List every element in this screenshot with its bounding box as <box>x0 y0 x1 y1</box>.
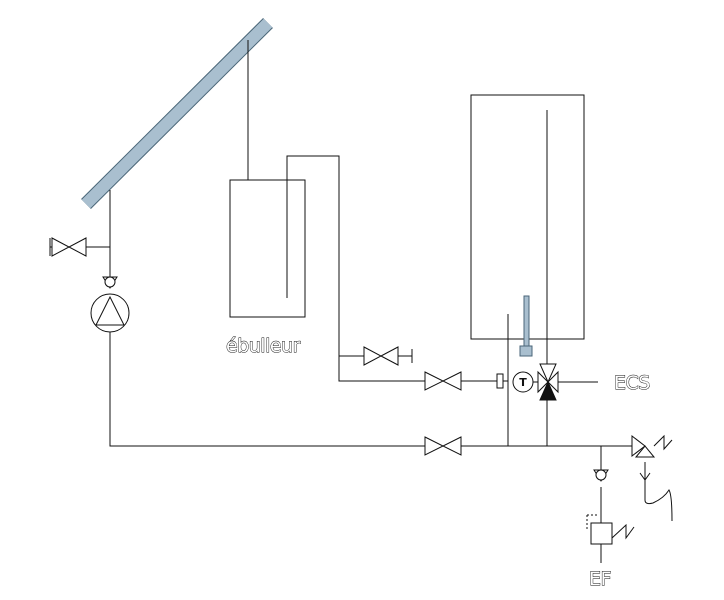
return-pipe <box>109 332 425 447</box>
boiler-label: ébulleur <box>226 335 301 357</box>
solar-collector <box>81 18 273 209</box>
pressure-reducer[interactable] <box>586 514 635 545</box>
boiler-outlet-gate-valve[interactable] <box>424 371 462 391</box>
three-way-thermostatic-valve[interactable]: T <box>512 363 559 401</box>
hot-water-outlet-label: ECS <box>614 372 650 394</box>
mixer-tee-fitting <box>493 372 509 392</box>
drain-funnel-icon <box>639 462 673 522</box>
boiler-internal-pipe <box>286 155 425 382</box>
vent-gate-valve[interactable] <box>363 346 399 366</box>
pump-check-valve[interactable] <box>102 276 118 289</box>
drain-gate-valve[interactable] <box>51 237 87 257</box>
return-gate-valve[interactable] <box>424 436 462 456</box>
safety-valve[interactable] <box>631 434 673 458</box>
boiler-tank <box>229 179 306 318</box>
circulation-pump[interactable] <box>90 293 130 333</box>
cold-water-inlet-label: EF <box>589 568 611 590</box>
cold-inlet-check-valve[interactable] <box>593 469 609 482</box>
thermostat-sensor-well <box>519 295 533 357</box>
thermostat-symbol: T <box>519 376 527 389</box>
